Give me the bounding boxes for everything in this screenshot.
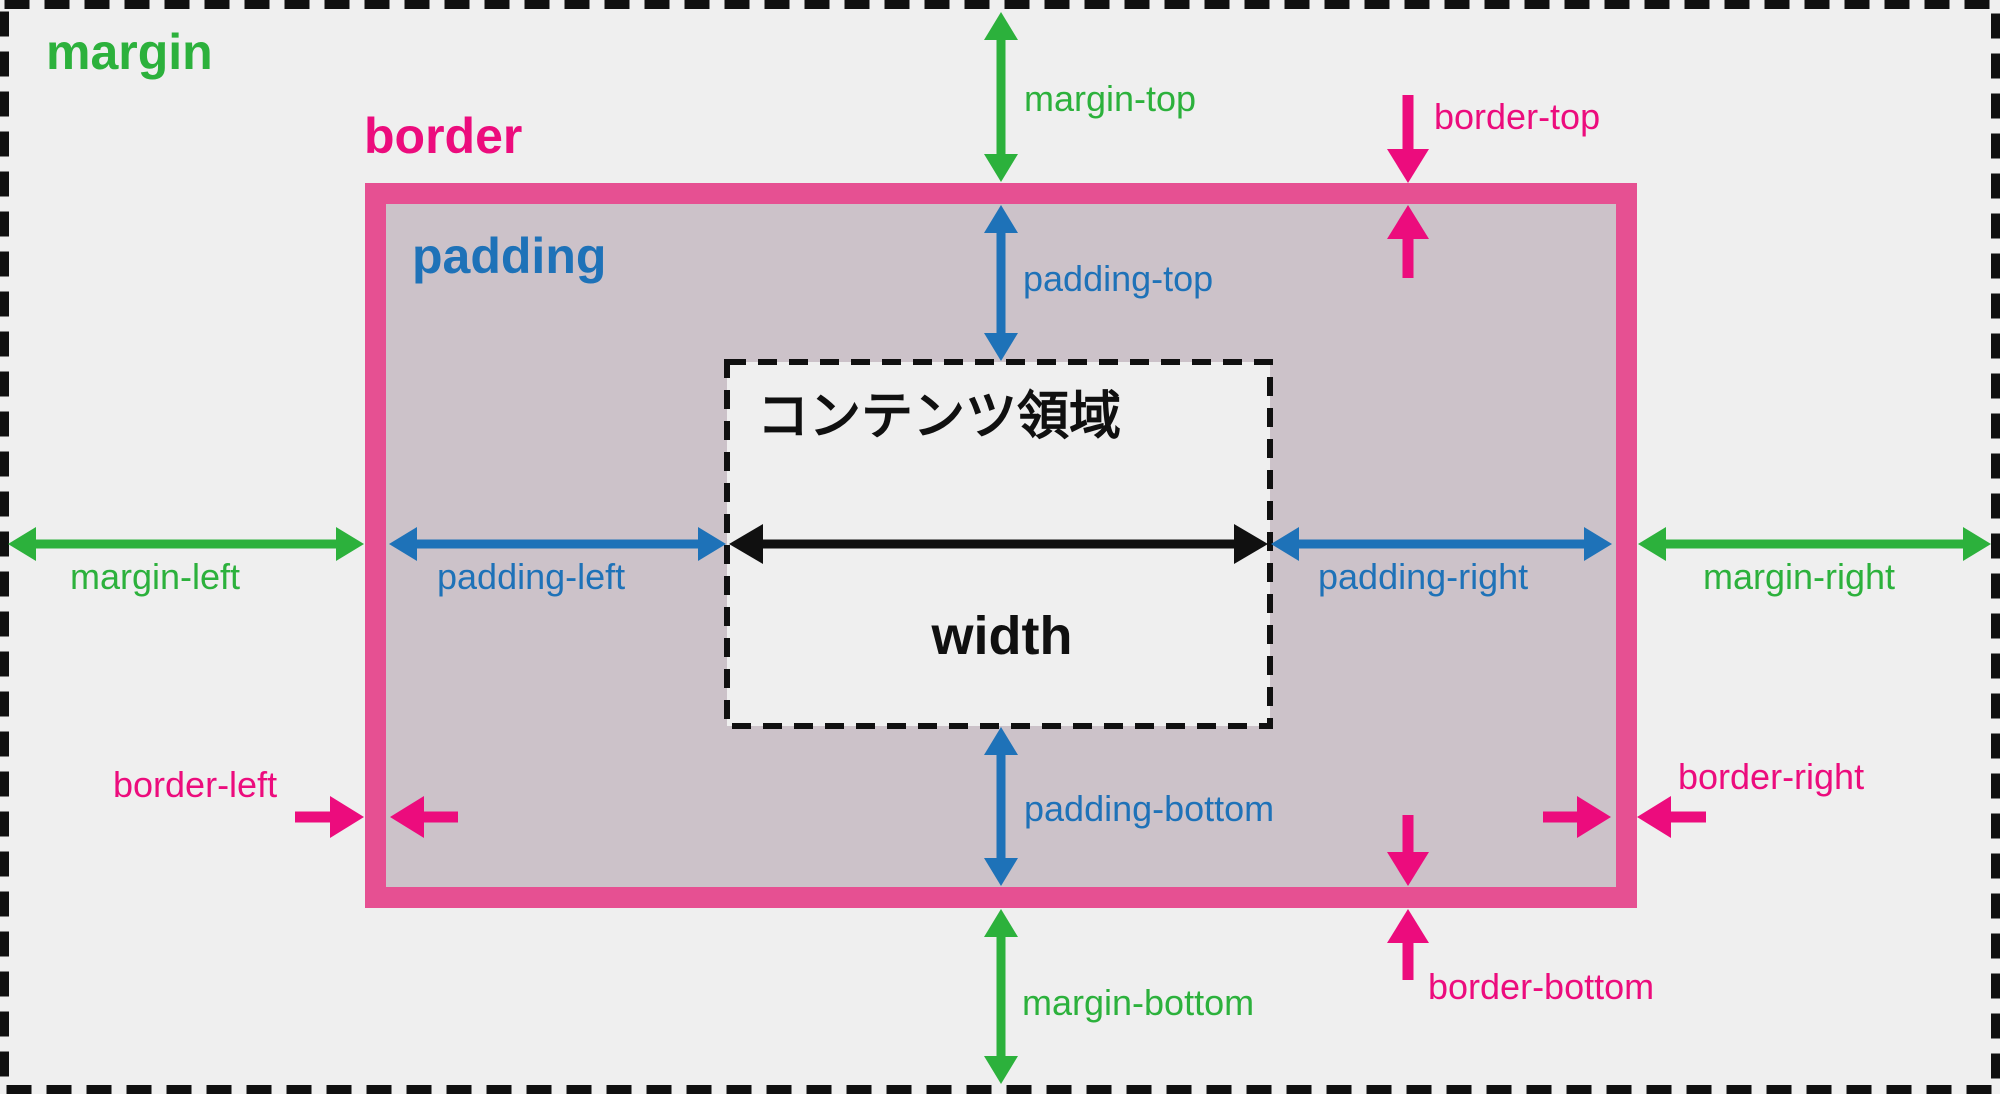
margin-top-arrow [984, 12, 1018, 182]
border-label: border [364, 108, 523, 164]
padding-left-label: padding-left [437, 556, 626, 597]
border-bottom-label: border-bottom [1428, 966, 1655, 1007]
border-right-outer-arrow [1637, 796, 1706, 838]
padding-label: padding [412, 228, 607, 284]
padding-top-label: padding-top [1023, 258, 1214, 299]
border-top-label: border-top [1434, 96, 1601, 137]
margin-bottom-arrow [984, 909, 1018, 1084]
padding-right-label: padding-right [1318, 556, 1529, 597]
margin-top-label: margin-top [1024, 78, 1197, 119]
border-left-label: border-left [113, 764, 278, 805]
border-right-label: border-right [1678, 756, 1865, 797]
border-left-outer-arrow [295, 796, 364, 838]
border-top-outer-arrow [1387, 95, 1429, 183]
padding-bottom-label: padding-bottom [1024, 788, 1275, 829]
border-bottom-outer-arrow [1387, 909, 1429, 980]
width-label: width [931, 606, 1073, 666]
margin-right-label: margin-right [1703, 556, 1896, 597]
margin-bottom-label: margin-bottom [1022, 982, 1255, 1023]
content-area-label: コンテンツ領域 [757, 388, 1122, 446]
margin-label: margin [46, 24, 213, 80]
margin-left-label: margin-left [70, 556, 241, 597]
